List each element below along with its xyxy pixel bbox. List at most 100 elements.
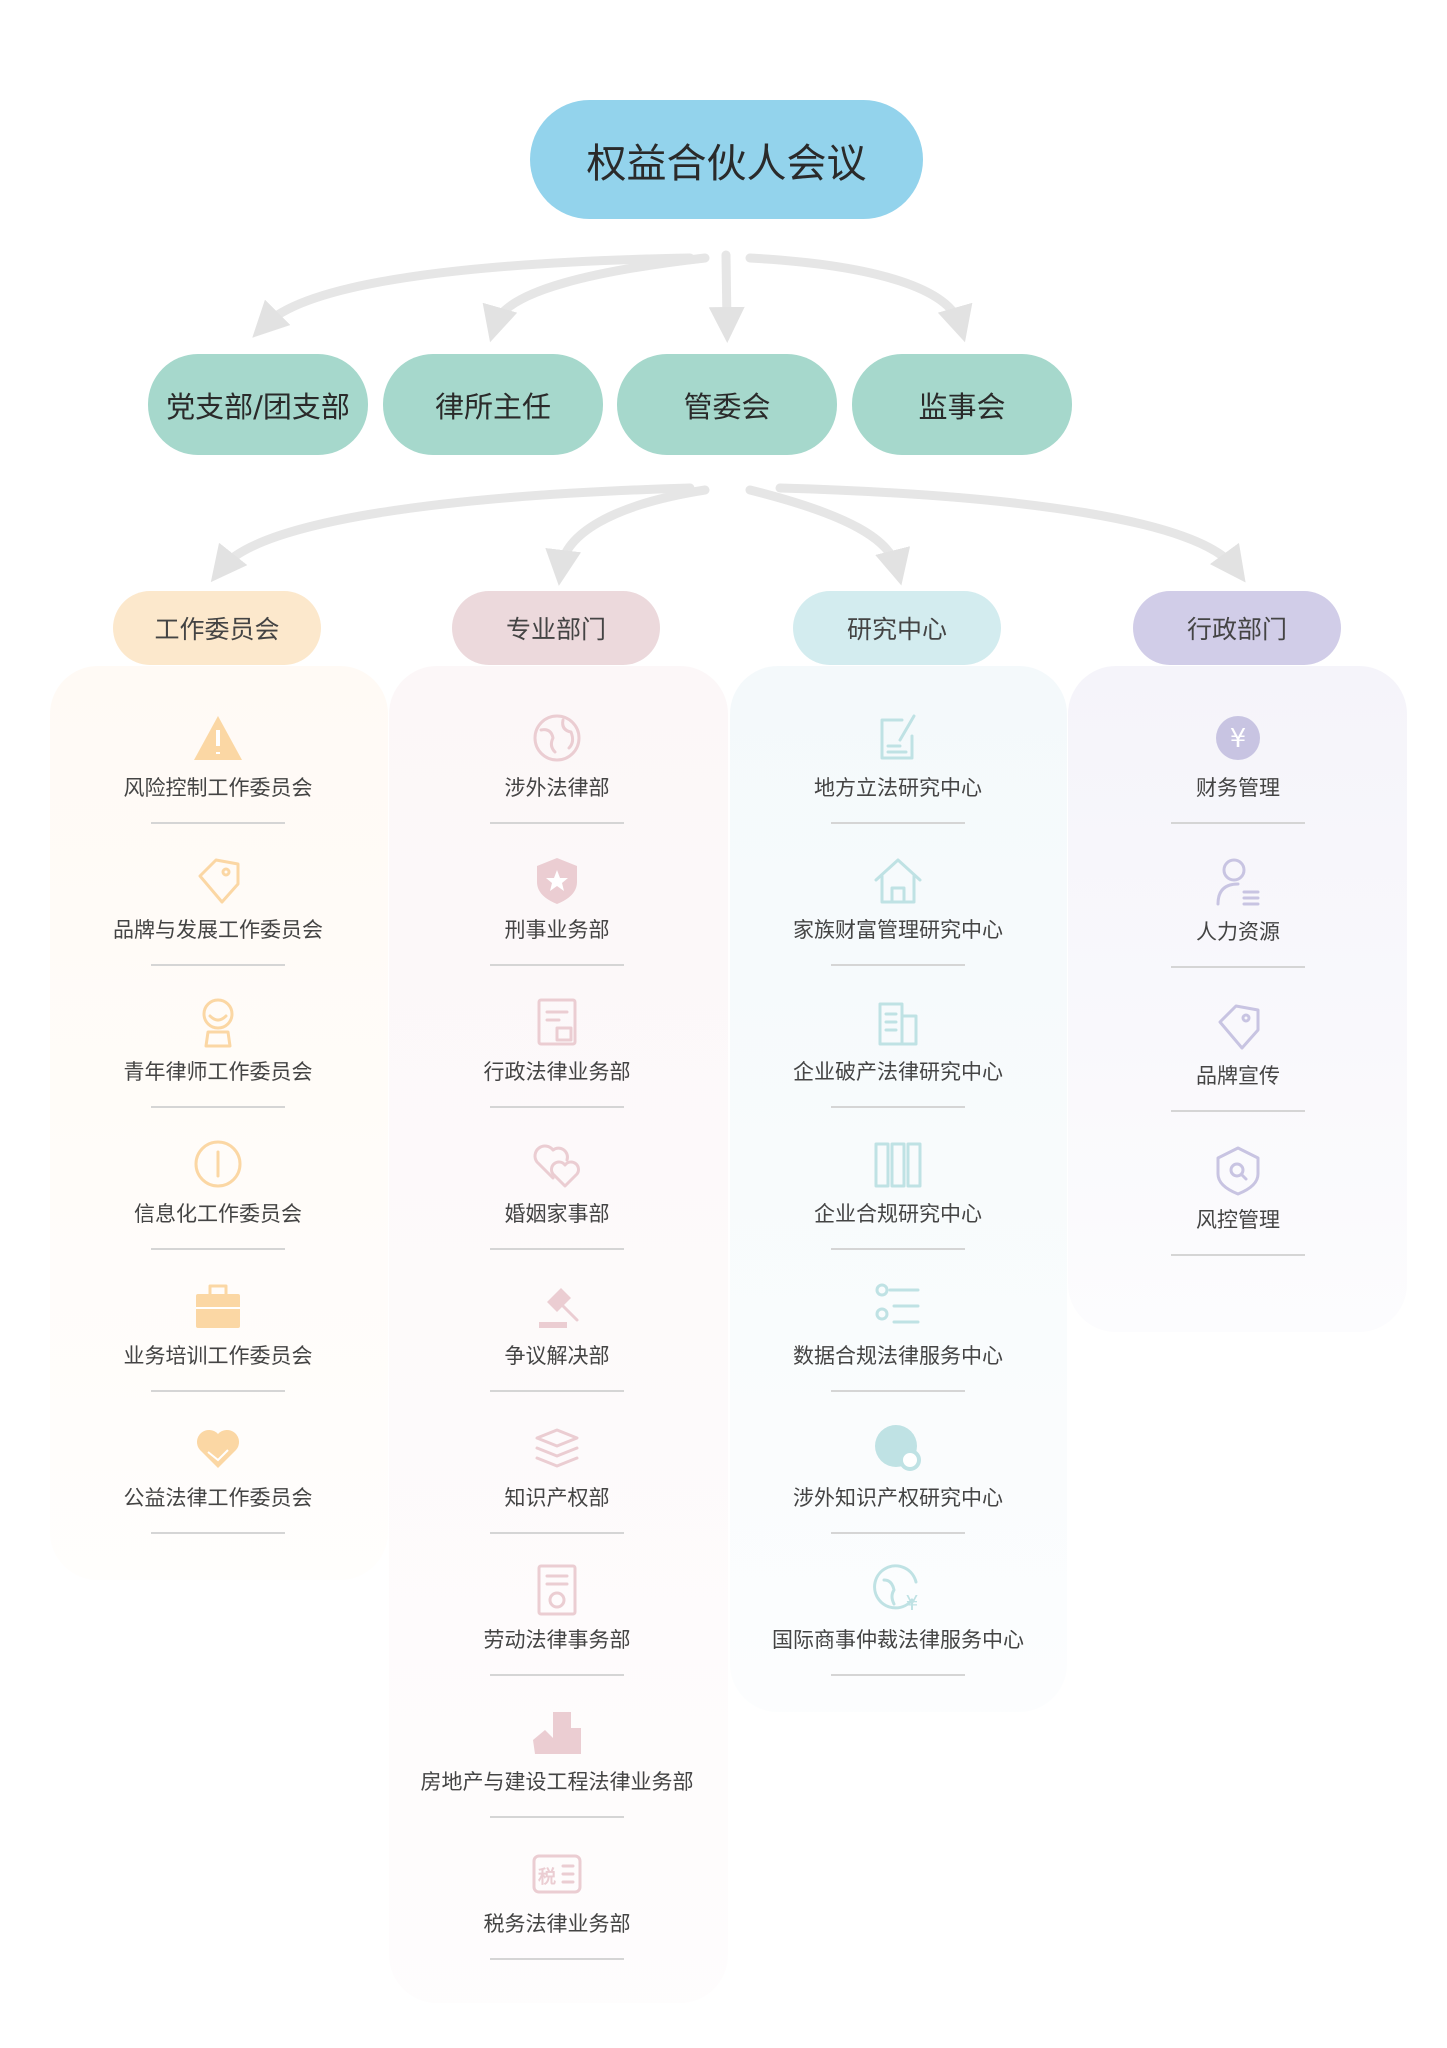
list-item: 婚姻家事部 <box>397 1138 717 1250</box>
divider <box>831 1106 965 1108</box>
list-item: 税税务法律业务部 <box>397 1848 717 1960</box>
item-label: 行政法律业务部 <box>483 1060 631 1084</box>
globe-icon <box>533 714 581 762</box>
tag-icon <box>198 858 240 904</box>
office-building-icon <box>878 1002 918 1046</box>
node-label: 监事会 <box>918 389 1006 424</box>
item-label: 业务培训工作委员会 <box>123 1344 313 1368</box>
hearts-icon <box>533 1144 580 1188</box>
divider <box>490 964 624 966</box>
list-item: 行政法律业务部 <box>397 996 717 1108</box>
divider <box>151 1532 285 1534</box>
edit-document-icon <box>880 714 916 760</box>
item-label: 国际商事仲裁法律服务中心 <box>772 1628 1024 1652</box>
svg-text:¥: ¥ <box>906 1591 919 1615</box>
list-item: 刑事业务部 <box>397 854 717 966</box>
item-label: 知识产权部 <box>504 1486 610 1510</box>
divider <box>151 822 285 824</box>
divider <box>490 1532 624 1534</box>
divider <box>490 1390 624 1392</box>
layers-icon <box>535 1428 579 1468</box>
list-settings-icon <box>875 1283 920 1324</box>
item-label: 争议解决部 <box>504 1344 610 1368</box>
column-title: 工作委员会 <box>154 615 280 644</box>
column-title: 研究中心 <box>846 615 947 644</box>
divider <box>151 1106 285 1108</box>
item-label: 婚姻家事部 <box>504 1202 610 1226</box>
item-label: 税务法律业务部 <box>483 1912 631 1936</box>
list-item: 家族财富管理研究中心 <box>738 854 1058 966</box>
list-item: 风控管理 <box>1078 1144 1398 1256</box>
yen-circle-icon: ¥ <box>1216 716 1260 760</box>
list-item: 业务培训工作委员会 <box>58 1280 378 1392</box>
svg-text:¥: ¥ <box>1230 724 1247 754</box>
item-label: 家族财富管理研究中心 <box>793 918 1003 942</box>
divider <box>151 1248 285 1250</box>
document-icon <box>537 998 577 1046</box>
divider <box>831 1674 965 1676</box>
list-item: 风险控制工作委员会 <box>58 712 378 824</box>
divider <box>831 1248 965 1250</box>
divider <box>1171 1254 1305 1256</box>
list-item: 企业合规研究中心 <box>738 1138 1058 1250</box>
divider <box>490 1248 624 1250</box>
connector-arrows <box>210 250 1246 586</box>
divider <box>151 1390 285 1392</box>
list-item: 企业破产法律研究中心 <box>738 996 1058 1108</box>
tax-icon: 税 <box>532 1854 582 1894</box>
globe-gear-icon <box>875 1425 921 1471</box>
gavel-icon <box>539 1288 579 1328</box>
list-item: 青年律师工作委员会 <box>58 996 378 1108</box>
globe-yen-icon: ¥ <box>873 1564 919 1615</box>
divider <box>1171 966 1305 968</box>
item-label: 人力资源 <box>1196 920 1280 944</box>
divider <box>490 822 624 824</box>
item-label: 房地产与建设工程法律业务部 <box>420 1770 694 1794</box>
divider <box>1171 822 1305 824</box>
divider <box>1171 1110 1305 1112</box>
warning-icon <box>194 716 242 760</box>
list-item: 公益法律工作委员会 <box>58 1422 378 1534</box>
list-item: 品牌宣传 <box>1078 1000 1398 1112</box>
column-panel <box>50 666 388 1580</box>
item-label: 刑事业务部 <box>504 918 610 942</box>
arrow-to-admin <box>775 483 1246 583</box>
node-director: 律所主任 <box>383 354 603 455</box>
svg-text:税: 税 <box>538 1866 556 1888</box>
list-item: ¥财务管理 <box>1078 712 1398 824</box>
item-label: 品牌与发展工作委员会 <box>113 918 323 942</box>
arrow-to-director <box>482 253 710 343</box>
arrow-to-committees <box>210 483 695 583</box>
list-item: 争议解决部 <box>397 1280 717 1392</box>
item-label: 涉外知识产权研究中心 <box>793 1486 1003 1510</box>
briefcase-icon <box>196 1284 240 1328</box>
divider <box>490 1958 624 1960</box>
item-label: 公益法律工作委员会 <box>123 1486 313 1510</box>
arrow-to-party <box>252 253 695 338</box>
item-label: 风控管理 <box>1196 1208 1280 1232</box>
item-label: 信息化工作委员会 <box>134 1202 302 1226</box>
list-item: 涉外知识产权研究中心 <box>738 1422 1058 1534</box>
list-item: 涉外法律部 <box>397 712 717 824</box>
node-supervisory-board: 监事会 <box>852 354 1072 455</box>
certificate-icon <box>537 1564 577 1616</box>
column-header: 工作委员会 <box>113 591 321 665</box>
column-panel <box>730 666 1067 1712</box>
house-icon <box>874 858 922 904</box>
column-header: 专业部门 <box>452 591 660 665</box>
root-label: 权益合伙人会议 <box>586 140 867 187</box>
item-label: 地方立法研究中心 <box>814 776 982 800</box>
item-label: 风险控制工作委员会 <box>123 776 313 800</box>
column-title: 行政部门 <box>1186 615 1287 644</box>
divider <box>490 1816 624 1818</box>
user-list-icon <box>1216 858 1260 906</box>
info-icon <box>194 1140 242 1188</box>
arrow-to-management <box>708 250 745 343</box>
list-item: 信息化工作委员会 <box>58 1138 378 1250</box>
item-label: 企业合规研究中心 <box>814 1202 982 1226</box>
node-management-committee: 管委会 <box>617 354 837 455</box>
shield-star-icon <box>537 858 577 904</box>
divider <box>831 822 965 824</box>
node-label: 党支部/团支部 <box>166 389 350 424</box>
shield-search-icon <box>1216 1146 1260 1196</box>
